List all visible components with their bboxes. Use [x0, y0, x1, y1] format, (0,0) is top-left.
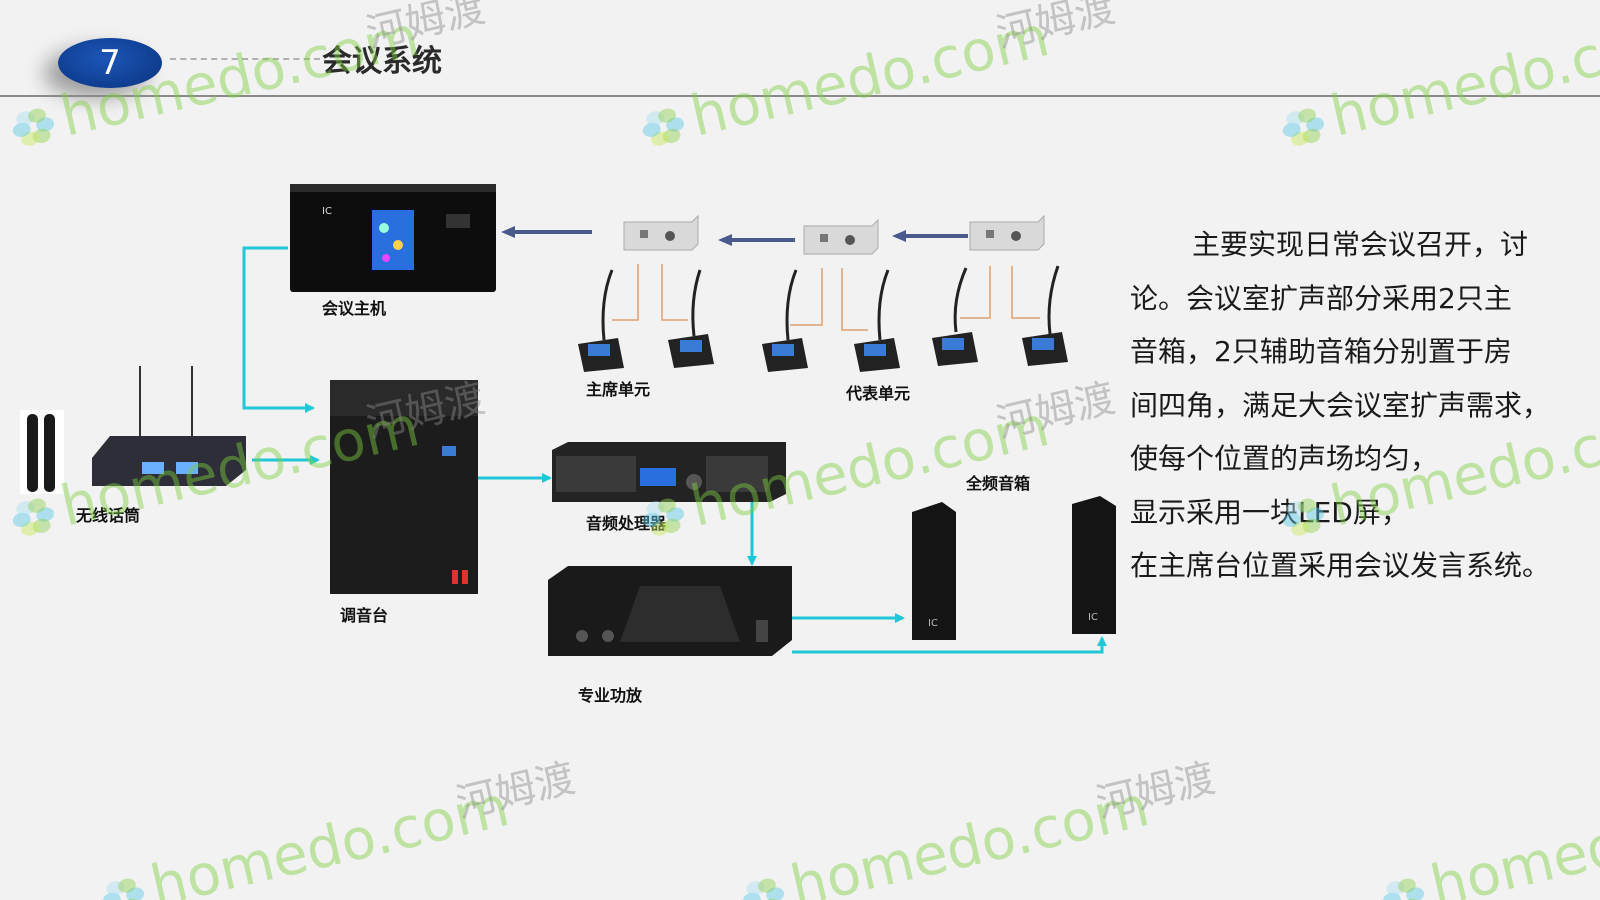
description-line: 显示采用一块LED屏，	[1130, 495, 1409, 529]
svg-text:IC: IC	[322, 206, 332, 217]
cable-amplifier-to-speaker-right	[792, 636, 1107, 654]
description-line: 使每个位置的声场均匀，	[1130, 442, 1439, 475]
header-divider	[170, 58, 320, 60]
wireless-receiver	[92, 366, 246, 486]
conference-unit-box-3	[969, 214, 1045, 251]
chair-mic-1	[578, 269, 624, 372]
label-delegate-unit: 代表单元	[846, 384, 911, 403]
description-line: 论。会议室扩声部分采用2只主	[1130, 281, 1512, 315]
header-rule	[0, 95, 1600, 97]
audio-processor-device	[552, 442, 786, 502]
svg-text:IC: IC	[1088, 612, 1098, 623]
handheld-mics	[20, 410, 64, 494]
description-line: 在主席台位置采用会议发言系统。	[1130, 549, 1551, 582]
delegate-mic-1	[762, 269, 808, 372]
label-mixer: 调音台	[340, 606, 389, 625]
label-chair-unit: 主席单元	[586, 380, 651, 399]
conference-host-device: IC	[290, 184, 496, 292]
svg-text:IC: IC	[928, 618, 938, 629]
delegate-mic-3	[932, 267, 978, 366]
description-line: 音箱，2只辅助音箱分别置于房	[1130, 335, 1512, 368]
label-conference-host: 会议主机	[322, 299, 387, 318]
label-audio-processor: 音频处理器	[586, 514, 667, 533]
speaker-right: IC	[1072, 496, 1116, 634]
label-full-range-speakers: 全频音箱	[966, 474, 1031, 493]
conference-unit-box-1	[623, 214, 699, 251]
amplifier-device	[548, 566, 792, 656]
slide-title: 会议系统	[322, 44, 442, 79]
label-amplifier: 专业功放	[578, 686, 643, 705]
slide-number-badge: 7	[58, 38, 162, 88]
mic-wires	[612, 264, 1040, 331]
delegate-mic-2	[854, 269, 900, 372]
mixer-device	[330, 380, 478, 594]
label-wireless-mic: 无线话筒	[76, 506, 141, 525]
cable-host-to-mixer	[242, 246, 315, 413]
description-text: 主要实现日常会议召开，讨 论。会议室扩声部分采用2只主 音箱，2只辅助音箱分别置…	[1130, 218, 1590, 593]
conference-unit-box-2	[803, 218, 879, 255]
description-line: 间四角，满足大会议室扩声需求，	[1130, 388, 1551, 422]
delegate-mic-4	[1022, 265, 1068, 366]
chair-mic-2	[668, 269, 714, 368]
speaker-left: IC	[912, 502, 956, 640]
arrows-units-chain	[501, 226, 968, 246]
description-line: 主要实现日常会议召开，讨	[1192, 228, 1529, 261]
